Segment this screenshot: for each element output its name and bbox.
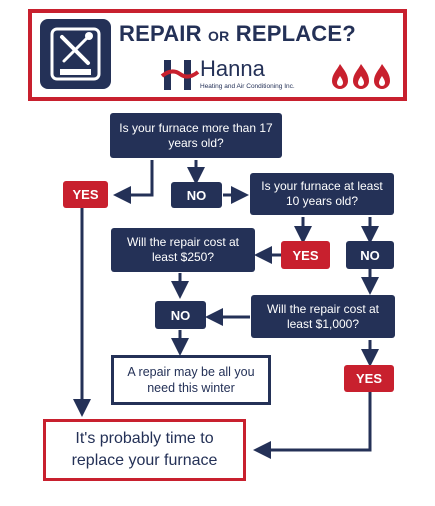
h-logo-icon bbox=[160, 60, 200, 90]
brand-name: Hanna bbox=[200, 56, 265, 81]
flame-icon bbox=[332, 64, 348, 89]
question-age-17: Is your furnace more than 17 years old? bbox=[110, 113, 282, 158]
flame-icon bbox=[353, 64, 369, 89]
flame-icon bbox=[374, 64, 390, 89]
connector-q1-yes bbox=[113, 160, 154, 204]
page-title: REPAIR OR REPLACE? bbox=[119, 19, 399, 49]
answer-no-age-10: NO bbox=[346, 241, 394, 269]
answer-no-cost: NO bbox=[155, 301, 206, 329]
answer-no-age-17: NO bbox=[171, 182, 222, 208]
connector-yes-replace-right bbox=[253, 392, 372, 459]
title-repair: REPAIR bbox=[119, 21, 202, 46]
question-cost-250: Will the repair cost at least $250? bbox=[111, 228, 255, 272]
flames-group bbox=[330, 62, 392, 92]
result-repair: A repair may be all you need this winter bbox=[111, 355, 271, 405]
answer-yes-age-17: YES bbox=[63, 181, 108, 208]
result-replace: It's probably time to replace your furna… bbox=[43, 419, 246, 481]
brand-subtitle: Heating and Air Conditioning Inc. bbox=[200, 83, 295, 90]
question-cost-1000: Will the repair cost at least $1,000? bbox=[251, 295, 395, 338]
title-replace: REPLACE? bbox=[235, 21, 356, 46]
brand-logo bbox=[160, 56, 300, 94]
title-or: OR bbox=[208, 28, 230, 44]
question-age-10: Is your furnace at least 10 years old? bbox=[250, 173, 394, 215]
tools-logo-box bbox=[40, 19, 111, 89]
answer-yes-age-10: YES bbox=[281, 241, 330, 269]
answer-yes-cost-1000: YES bbox=[344, 365, 394, 392]
wrench-screwdriver-icon bbox=[50, 27, 101, 81]
